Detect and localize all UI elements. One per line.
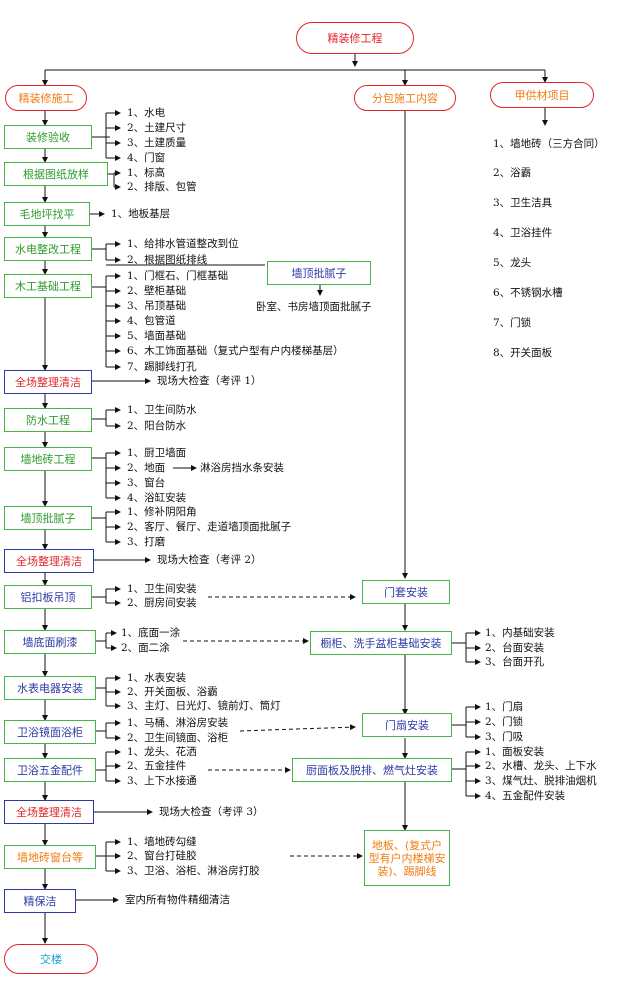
step-plumbing-electrical: 水电整改工程 <box>4 237 92 261</box>
handover-node: 交楼 <box>4 944 98 974</box>
note: 1、马桶、淋浴房安装 <box>127 717 229 729</box>
sub-note: 2、门锁 <box>485 716 524 728</box>
note: 2、窗台打硅胶 <box>127 850 197 862</box>
sub-note: 4、五金配件安装 <box>485 790 566 802</box>
note: 现场大检查（考评 2） <box>157 554 262 566</box>
sub-door-frame: 门套安装 <box>362 580 450 604</box>
step-aluminum-ceiling: 铝扣板吊顶 <box>4 585 92 609</box>
note: 1、水表安装 <box>127 672 187 684</box>
note: 2、地面 <box>127 462 166 474</box>
supplied-item: 4、卫浴挂件 <box>493 227 553 239</box>
step-layout-by-drawing: 根据图纸放样 <box>4 162 108 186</box>
note: 7、踢脚线打孔 <box>127 361 197 373</box>
sub-door-leaf: 门扇安装 <box>362 713 452 737</box>
note: 1、水电 <box>127 107 166 119</box>
supplied-item: 1、墙地砖（三方合同） <box>493 138 605 150</box>
note-floor-extra: 淋浴房挡水条安装 <box>200 462 284 474</box>
note: 4、包管道 <box>127 315 176 327</box>
note: 4、浴缸安装 <box>127 492 187 504</box>
sub-note: 3、台面开孔 <box>485 656 545 668</box>
supplied-item: 3、卫生洁具 <box>493 197 553 209</box>
note: 2、壁柜基础 <box>127 285 187 297</box>
step-fine-cleaning: 精保洁 <box>4 889 76 913</box>
ceiling-putty-note: 卧室、书房墙顶面批腻子 <box>256 301 372 313</box>
supplied-branch: 甲供材项目 <box>490 82 594 108</box>
sub-cabinet-base: 橱柜、洗手盆柜基础安装 <box>310 631 452 655</box>
sub-note: 3、煤气灶、脱排油烟机 <box>485 775 597 787</box>
note: 室内所有物件精细清洁 <box>125 894 230 906</box>
step-tile-window-sealing: 墙地砖窗台等 <box>4 845 96 869</box>
note: 2、面二涂 <box>121 642 170 654</box>
note: 3、主灯、日光灯、镜前灯、筒灯 <box>127 700 281 712</box>
subcontract-branch: 分包施工内容 <box>354 85 456 111</box>
supplied-item: 7、门锁 <box>493 317 532 329</box>
note: 3、窗台 <box>127 477 166 489</box>
note: 2、土建尺寸 <box>127 122 187 134</box>
step-wall-putty: 墙顶批腻子 <box>4 506 92 530</box>
note: 1、墙地砖勾缝 <box>127 836 197 848</box>
step-bathroom-mirror-cabinet: 卫浴镜面浴柜 <box>4 720 96 744</box>
note: 3、土建质量 <box>127 137 187 149</box>
note: 2、卫生间镜面、浴柜 <box>127 732 229 744</box>
note: 2、排版、包管 <box>127 181 197 193</box>
sub-flooring-stairs-skirting: 地板、(复式户型有户内楼梯安装)、踢脚线 <box>364 830 450 886</box>
note: 2、阳台防水 <box>127 420 187 432</box>
note: 3、打磨 <box>127 536 166 548</box>
supplied-item: 8、开关面板 <box>493 347 553 359</box>
sub-note: 3、门吸 <box>485 731 524 743</box>
note: 2、根据图纸排线 <box>127 254 208 266</box>
note: 1、修补阴阳角 <box>127 506 197 518</box>
step-meters-appliances: 水表电器安装 <box>4 676 96 700</box>
note: 现场大检查（考评 3） <box>159 806 264 818</box>
construction-branch: 精装修施工 <box>5 85 87 111</box>
step-bathroom-hardware: 卫浴五金配件 <box>4 758 96 782</box>
note: 1、卫生间防水 <box>127 404 197 416</box>
note: 2、开关面板、浴霸 <box>127 686 218 698</box>
sub-note: 1、内基础安装 <box>485 627 555 639</box>
supplied-item: 6、不锈钢水槽 <box>493 287 563 299</box>
ceiling-putty-side-node: 墙顶批腻子 <box>267 261 371 285</box>
sub-note: 1、门扇 <box>485 701 524 713</box>
step-carpentry-base: 木工基础工程 <box>4 274 92 298</box>
step-site-cleanup-1: 全场整理清洁 <box>4 370 92 394</box>
step-wall-painting: 墙底面刷漆 <box>4 630 96 654</box>
step-decoration-acceptance: 装修验收 <box>4 125 92 149</box>
note: 2、五金挂件 <box>127 760 187 772</box>
sub-note: 2、台面安装 <box>485 642 545 654</box>
note: 5、墙面基础 <box>127 330 187 342</box>
note: 4、门窗 <box>127 152 166 164</box>
note: 1、地板基层 <box>111 208 171 220</box>
note: 6、木工饰面基础（复式户型有户内楼梯基层） <box>127 345 344 357</box>
note: 1、卫生间安装 <box>127 583 197 595</box>
step-site-cleanup-2: 全场整理清洁 <box>4 549 94 573</box>
supplied-item: 5、龙头 <box>493 257 532 269</box>
root-node: 精装修工程 <box>296 22 414 54</box>
note: 1、标高 <box>127 167 166 179</box>
step-site-cleanup-3: 全场整理清洁 <box>4 800 94 824</box>
supplied-item: 2、浴霸 <box>493 167 532 179</box>
sub-note: 2、水槽、龙头、上下水 <box>485 760 597 772</box>
note: 1、龙头、花洒 <box>127 746 197 758</box>
sub-note: 1、面板安装 <box>485 746 545 758</box>
sub-kitchen-appliances: 厨面板及脱排、燃气灶安装 <box>292 758 452 782</box>
note: 1、厨卫墙面 <box>127 447 187 459</box>
step-waterproofing: 防水工程 <box>4 408 92 432</box>
note: 2、客厅、餐厅、走道墙顶面批腻子 <box>127 521 292 533</box>
note: 1、底面一涂 <box>121 627 181 639</box>
note: 1、门框石、门框基础 <box>127 270 229 282</box>
note: 3、上下水接通 <box>127 775 197 787</box>
note: 现场大检查（考评 1） <box>157 375 262 387</box>
note: 1、给排水管道整改到位 <box>127 238 239 250</box>
note: 2、厨房间安装 <box>127 597 197 609</box>
note: 3、吊顶基础 <box>127 300 187 312</box>
note: 3、卫浴、浴柜、淋浴房打胶 <box>127 865 260 877</box>
step-floor-leveling: 毛地坪找平 <box>4 202 90 226</box>
step-tiling: 墙地砖工程 <box>4 447 92 471</box>
